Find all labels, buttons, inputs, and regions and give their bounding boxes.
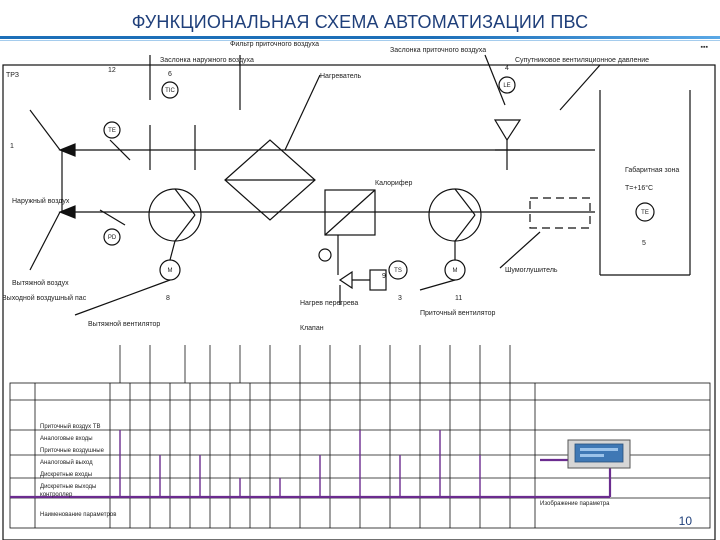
label-supply-air: Супутниковое вентиляционное давление (515, 57, 649, 64)
label-klapan: Клапан (300, 325, 324, 332)
label-shumoglushitel: Шумоглушитель (505, 267, 558, 274)
instrument-m2: M (453, 268, 458, 274)
legend-title: Изображение параметра (540, 501, 610, 507)
recuperator-box (324, 189, 376, 236)
table-row-1: Аналоговые входы (40, 436, 93, 442)
table-row-0: Приточный воздух ТВ (40, 423, 101, 430)
label-tp: Т=+16°С (625, 184, 653, 192)
title-underline-thin (0, 40, 720, 41)
damper-right (493, 119, 522, 142)
instrument-te-room: TE (641, 210, 649, 216)
label-naruzhny: Наружный воздух (12, 197, 70, 205)
label-11: 11 (455, 295, 462, 302)
valve-instrument (318, 248, 332, 262)
label-nagrev: Нагреватель (320, 73, 362, 80)
label-filtr: Фильтр приточного воздуха (230, 41, 319, 48)
label-vytyazhnoy-vent: Вытяжной вентилятор (88, 320, 160, 328)
label-12: 12 (108, 67, 116, 74)
table-footer: Наименование параметров (40, 512, 116, 518)
label-8: 8 (166, 295, 170, 302)
label-4: 4 (505, 65, 509, 72)
page-number: 10 (678, 514, 692, 528)
label-gabarit: Габаритная зона (625, 166, 679, 174)
label-tpz: ТРЗ (6, 72, 19, 79)
silencer (529, 197, 591, 229)
table-row-3: Аналоговый выход (40, 459, 93, 466)
pe-instrument (161, 81, 179, 99)
label-vytyazhnoy: Вытяжной воздух (12, 279, 69, 287)
instrument-m1: M (168, 268, 173, 274)
label-5: 5 (642, 240, 646, 247)
page-title: ФУНКЦИОНАЛЬНАЯ СХЕМА АВТОМАТИЗАЦИИ ПВС (131, 12, 589, 32)
corner-mark: ▪▪▪ (700, 44, 708, 51)
instrument-ts: TS (394, 268, 402, 274)
label-kalorifer: Калорифер (375, 180, 412, 187)
dpe-instrument (498, 76, 516, 94)
label-zaslonka-pritochnaya: Заслонка приточного воздуха (390, 47, 486, 54)
te-instrument (103, 121, 121, 139)
te-room-instrument (635, 202, 655, 222)
instrument-pd: PD (108, 235, 117, 241)
label-pritochny-vent: Приточный вентилятор (420, 309, 496, 317)
label-3: 3 (398, 295, 402, 302)
controller-bus (10, 458, 612, 499)
instrument-te: TE (108, 128, 116, 134)
diagram-frame (2, 64, 716, 540)
table-row-2: Приточные воздушные (40, 448, 105, 454)
exhaust-fan (148, 188, 202, 242)
label-9: 9 (382, 273, 386, 280)
table-row-6: контроллер (40, 492, 73, 498)
label-vyhod: Выходной воздушный пас (2, 294, 87, 302)
label-6: 6 (168, 71, 172, 78)
label-zaslonka: Заслонка наружного воздуха (160, 57, 254, 64)
instrument-tic: TIC (165, 88, 175, 94)
label-1: 1 (10, 143, 14, 150)
instrument-le: LE (503, 83, 510, 89)
label-nagrev-control: Нагрев перегрева (300, 300, 358, 307)
supply-fan (428, 188, 482, 242)
table-row-5: Дискретные выходы (40, 484, 96, 490)
title-underline (0, 36, 720, 39)
table-row-4: Дискретные входы (40, 472, 92, 478)
pd-instrument (103, 228, 121, 246)
ts-instrument (388, 260, 408, 280)
controller-device (567, 439, 631, 469)
